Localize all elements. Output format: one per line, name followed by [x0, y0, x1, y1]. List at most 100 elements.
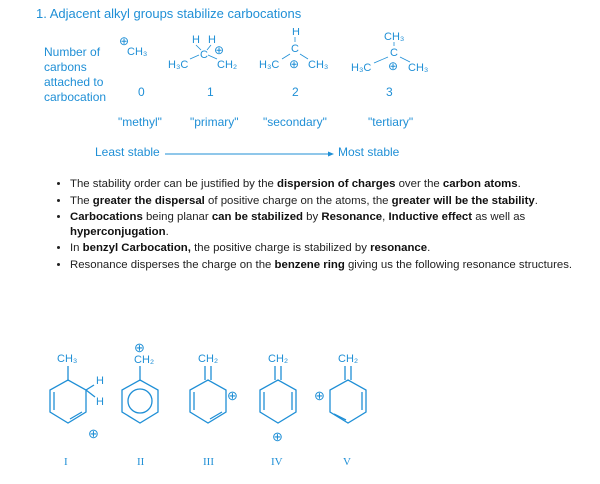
aromatic-circle — [127, 388, 153, 414]
row-label: Number of carbons attached to carbocatio… — [44, 45, 106, 105]
emphasis-text: greater will be the stability — [391, 194, 535, 207]
ring — [189, 379, 227, 424]
group-label: CH₃ — [408, 62, 428, 74]
hydrogen-label: H — [96, 375, 104, 387]
carbocation-type: "secondary" — [263, 115, 327, 129]
group-label: H₃C — [351, 62, 371, 74]
emphasis-text: can be stabilized — [211, 211, 303, 223]
carbocation-structures: ⊕ CH₃ H H C ⊕ H₃C CH₂ H C ⊕ H₃C CH₃ CH₃ … — [119, 28, 428, 74]
resonance-structure-iii: CH₂ ⊕ — [189, 353, 238, 424]
structure-label: I — [64, 456, 68, 468]
carbon-label: C — [200, 49, 208, 61]
carbocation-type: "tertiary" — [368, 115, 414, 129]
carbocation-type: "methyl" — [118, 115, 162, 129]
emphasis-text: dispersion of charges — [277, 178, 396, 190]
bond-line — [373, 56, 389, 64]
group-label: CH₂ — [134, 354, 154, 366]
bond-line — [85, 384, 95, 391]
carbocation-type: "primary" — [190, 115, 239, 129]
bond-line — [206, 44, 212, 51]
charge-symbol: ⊕ — [134, 342, 145, 355]
ring — [49, 379, 87, 424]
hydrogen-label: H — [292, 28, 300, 38]
explanation-item: In benzyl Carbocation, the positive char… — [70, 241, 600, 256]
double-bond — [333, 413, 347, 421]
resonance-structure-i: CH₃ H H ⊕ — [49, 353, 104, 441]
row-label-line: carbocation — [44, 90, 107, 104]
carbon-label: C — [291, 43, 299, 55]
stability-arrow — [165, 151, 334, 157]
ring — [121, 379, 159, 424]
group-label: CH₂ — [217, 59, 237, 71]
explanation-item: The stability order can be justified by … — [70, 177, 600, 192]
charge-symbol: ⊕ — [314, 388, 325, 403]
row-label-line: carbons — [44, 60, 87, 74]
group-label: H₃C — [259, 59, 279, 71]
charge-symbol: ⊕ — [88, 426, 99, 441]
double-bond — [69, 411, 83, 420]
hydrogen-label: H — [192, 34, 200, 46]
group-label: CH₃ — [127, 46, 147, 58]
group-label: CH₂ — [198, 353, 218, 365]
row-label-line: Number of — [44, 45, 101, 59]
bond-line — [207, 54, 218, 60]
resonance-structures: CH₃ H H ⊕ ⊕ CH₂ CH₂ ⊕ CH₂ ⊕ CH₂ — [49, 342, 367, 444]
carbon-count: 1 — [207, 85, 214, 99]
structure-label: IV — [271, 456, 283, 468]
emphasis-text: Inductive effect — [388, 211, 473, 223]
primary-structure: H H C ⊕ H₃C CH₂ — [168, 34, 237, 71]
group-label: CH₂ — [338, 353, 358, 365]
charge-symbol: ⊕ — [119, 34, 129, 48]
hydrogen-label: H — [208, 34, 216, 46]
emphasis-text: greater the dispersal — [92, 194, 205, 207]
section-heading: 1. Adjacent alkyl groups stabilize carbo… — [36, 6, 302, 21]
group-label: CH₃ — [308, 59, 328, 71]
charge-symbol: ⊕ — [272, 429, 283, 444]
explanation-item: Resonance disperses the charge on the be… — [70, 258, 600, 273]
resonance-structure-iv: CH₂ ⊕ — [259, 353, 297, 444]
structure-label: II — [137, 456, 145, 468]
structure-label: V — [343, 456, 351, 468]
ring — [259, 379, 297, 424]
emphasis-text: Carbocations — [70, 211, 143, 223]
bond-line — [399, 56, 411, 63]
least-stable-label: Least stable — [95, 145, 160, 159]
emphasis-text: carbon atoms — [442, 178, 518, 190]
group-label: CH₃ — [57, 353, 77, 365]
group-label: H₃C — [168, 59, 188, 71]
carbon-label: C — [390, 47, 398, 59]
row-label-line: attached to — [44, 75, 104, 89]
most-stable-label: Most stable — [338, 145, 400, 159]
emphasis-text: benzene ring — [274, 258, 345, 271]
double-bond — [209, 411, 223, 420]
carbon-count: 0 — [138, 85, 145, 99]
explanation-list: The stability order can be justified by … — [48, 177, 600, 274]
bond-line — [299, 53, 309, 60]
bond-line — [281, 53, 291, 60]
resonance-structure-v: CH₂ ⊕ — [314, 353, 367, 424]
emphasis-text: Resonance — [321, 211, 383, 223]
group-label: CH₃ — [384, 31, 404, 43]
ring — [329, 379, 367, 424]
structure-label: III — [203, 456, 214, 468]
tertiary-structure: CH₃ C ⊕ H₃C CH₃ — [351, 31, 428, 74]
group-label: CH₂ — [268, 353, 288, 365]
charge-symbol: ⊕ — [227, 388, 238, 403]
emphasis-text: benzyl Carbocation, — [82, 242, 191, 254]
explanation-item: The greater the dispersal of positive ch… — [70, 194, 600, 209]
emphasis-text: resonance — [370, 242, 428, 254]
charge-symbol: ⊕ — [388, 59, 398, 73]
emphasis-text: hyperconjugation — [70, 225, 166, 238]
bond-line — [85, 389, 96, 398]
bond-line — [195, 44, 202, 51]
methyl-structure: ⊕ CH₃ — [119, 34, 147, 58]
resonance-structure-ii: ⊕ CH₂ — [121, 342, 159, 424]
charge-symbol: ⊕ — [214, 43, 224, 57]
explanation-item: Carbocations being planar can be stabili… — [70, 210, 600, 239]
carbon-count: 3 — [386, 85, 393, 99]
bond-line — [189, 54, 200, 60]
hydrogen-label: H — [96, 396, 104, 408]
charge-symbol: ⊕ — [289, 57, 299, 71]
carbon-count: 2 — [292, 85, 299, 99]
secondary-structure: H C ⊕ H₃C CH₃ — [259, 28, 328, 71]
